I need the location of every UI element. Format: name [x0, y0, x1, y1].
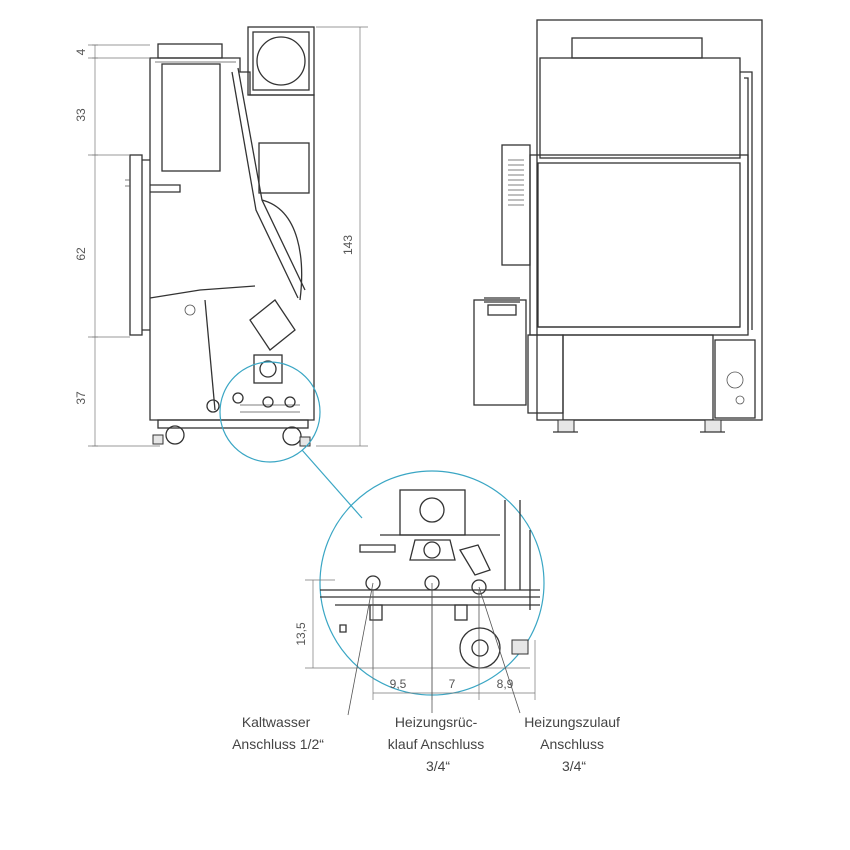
dim-side-33: 33	[74, 108, 88, 122]
label-kaltwasser: Kaltwasser Anschluss 1/2“	[232, 714, 324, 752]
dim-detail-height: 13,5	[294, 622, 308, 646]
dim-spacing-7: 7	[449, 677, 456, 691]
detail-view: 13,5 9,5 7 8,9	[294, 470, 545, 716]
dim-side-62: 62	[74, 247, 88, 261]
detail-callout-circle	[219, 361, 321, 463]
dim-side-4: 4	[74, 48, 88, 55]
dim-side-37: 37	[74, 391, 88, 405]
side-view: 4 33 62 37 143	[74, 26, 368, 447]
label-heizungsruecklauf: Heizungsrüc- klauf Anschluss 3/4“	[388, 714, 488, 774]
front-view	[473, 19, 763, 433]
dim-spacing-8-9: 8,9	[497, 677, 514, 691]
dim-spacing-9-5: 9,5	[390, 677, 407, 691]
dim-total-height: 143	[341, 235, 355, 255]
label-heizungszulauf: Heizungszulauf Anschluss 3/4“	[524, 714, 624, 774]
